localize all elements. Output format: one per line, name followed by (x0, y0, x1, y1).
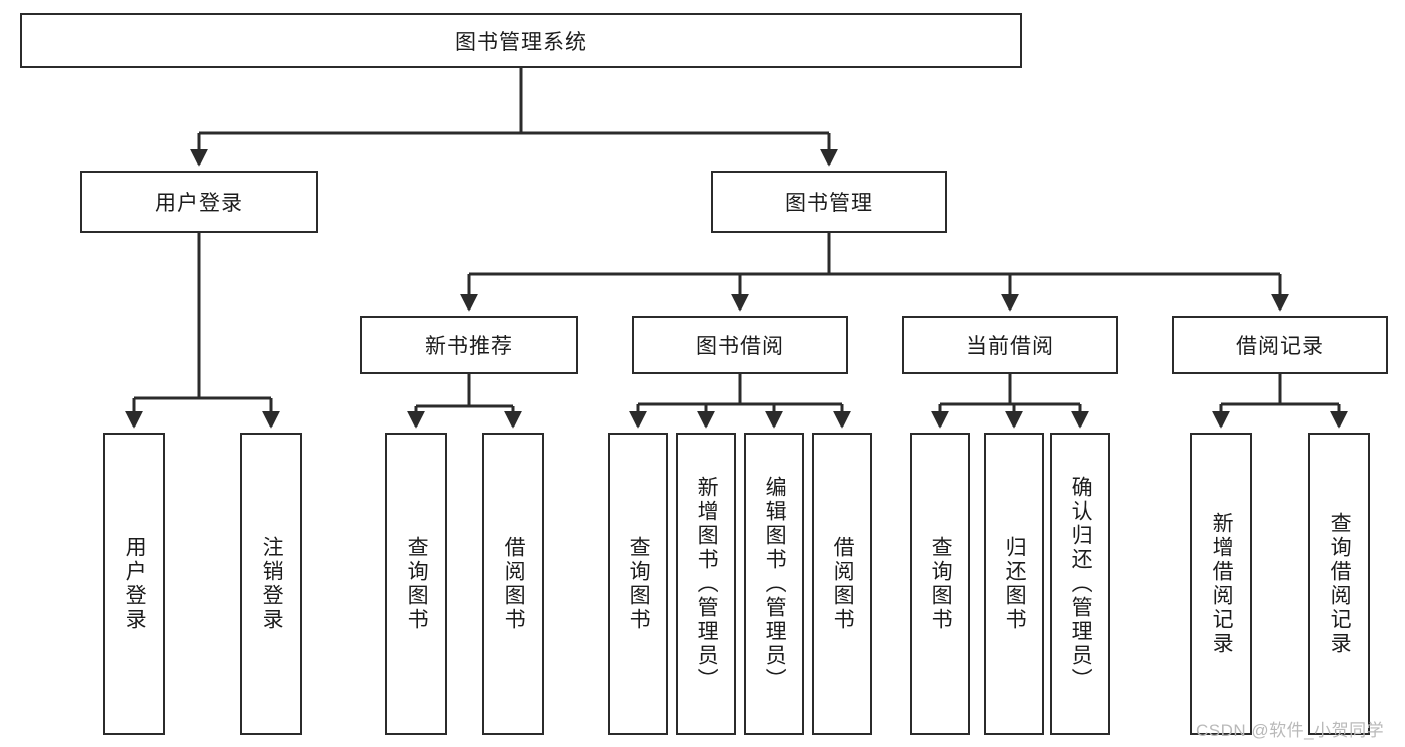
leaf-current-query-book-label: 查询图书 (929, 536, 953, 632)
leaf-current-return-book-label: 归还图书 (1003, 536, 1027, 632)
node-current-borrow-label: 当前借阅 (966, 335, 1054, 358)
leaf-current-confirm-return-label: 确认归还（管理员） (1069, 476, 1093, 692)
leaf-borrow-add-book-label: 新增图书（管理员） (695, 476, 719, 692)
node-new-book-rec-label: 新书推荐 (425, 335, 513, 358)
node-book-manage-label: 图书管理 (785, 192, 873, 215)
leaf-current-confirm-return[interactable]: 确认归还（管理员） (1050, 433, 1110, 735)
node-book-borrow-label: 图书借阅 (696, 335, 784, 358)
node-book-manage[interactable]: 图书管理 (711, 171, 947, 233)
leaf-user-login[interactable]: 用户登录 (103, 433, 165, 735)
leaf-borrow-edit-book[interactable]: 编辑图书（管理员） (744, 433, 804, 735)
leaf-record-find-label: 查询借阅记录 (1328, 512, 1352, 656)
leaf-record-add-label: 新增借阅记录 (1210, 512, 1234, 656)
leaf-user-logout[interactable]: 注销登录 (240, 433, 302, 735)
leaf-record-add[interactable]: 新增借阅记录 (1190, 433, 1252, 735)
leaf-rec-query-book[interactable]: 查询图书 (385, 433, 447, 735)
leaf-borrow-add-book[interactable]: 新增图书（管理员） (676, 433, 736, 735)
node-borrow-record[interactable]: 借阅记录 (1172, 316, 1388, 374)
node-user-login-label: 用户登录 (155, 192, 243, 215)
node-book-borrow[interactable]: 图书借阅 (632, 316, 848, 374)
node-root[interactable]: 图书管理系统 (20, 13, 1022, 68)
leaf-current-return-book[interactable]: 归还图书 (984, 433, 1044, 735)
node-current-borrow[interactable]: 当前借阅 (902, 316, 1118, 374)
leaf-borrow-do-borrow[interactable]: 借阅图书 (812, 433, 872, 735)
leaf-rec-query-book-label: 查询图书 (405, 536, 429, 632)
leaf-borrow-query-book[interactable]: 查询图书 (608, 433, 668, 735)
node-borrow-record-label: 借阅记录 (1236, 335, 1324, 358)
leaf-current-query-book[interactable]: 查询图书 (910, 433, 970, 735)
csdn-watermark: CSDN @软件_小贺同学 (1196, 721, 1385, 740)
leaf-user-logout-label: 注销登录 (260, 536, 284, 632)
leaf-rec-borrow-book-label: 借阅图书 (502, 536, 526, 632)
leaf-rec-borrow-book[interactable]: 借阅图书 (482, 433, 544, 735)
node-user-login[interactable]: 用户登录 (80, 171, 318, 233)
leaf-borrow-query-book-label: 查询图书 (627, 536, 651, 632)
node-root-label: 图书管理系统 (455, 30, 587, 54)
leaf-user-login-label: 用户登录 (123, 536, 147, 632)
leaf-record-find[interactable]: 查询借阅记录 (1308, 433, 1370, 735)
node-new-book-rec[interactable]: 新书推荐 (360, 316, 578, 374)
leaf-borrow-edit-book-label: 编辑图书（管理员） (763, 476, 787, 692)
leaf-borrow-do-borrow-label: 借阅图书 (831, 536, 855, 632)
